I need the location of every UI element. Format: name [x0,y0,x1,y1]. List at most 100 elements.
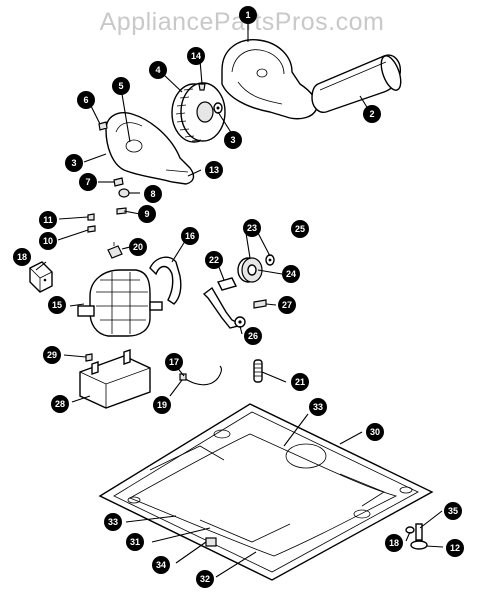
callout-c30[interactable]: 30 [366,423,384,441]
callout-c33a[interactable]: 33 [309,398,327,416]
part-leg-35[interactable] [410,523,428,550]
part-switch-18[interactable] [29,261,53,293]
callout-c33b[interactable]: 33 [104,513,122,531]
part-idler-arm[interactable] [202,286,240,329]
callout-circle [446,539,464,557]
callout-c11[interactable]: 11 [39,211,57,229]
callout-number: 15 [52,300,62,310]
callout-c9[interactable]: 9 [138,205,156,223]
callout-c15[interactable]: 15 [48,296,66,314]
callout-c31[interactable]: 31 [126,533,144,551]
part-motor[interactable] [77,269,163,337]
callout-number: 18 [389,538,399,548]
part-small-34[interactable] [205,537,217,547]
callout-c10[interactable]: 10 [39,232,57,250]
callout-c32[interactable]: 32 [196,570,214,588]
callout-circle [444,502,462,520]
callout-c20[interactable]: 20 [129,238,147,256]
callout-c26[interactable]: 26 [244,327,262,345]
callout-c27[interactable]: 27 [278,296,296,314]
part-motor-bracket[interactable] [79,349,151,409]
callout-number: 22 [209,255,219,265]
callout-c24[interactable]: 24 [282,265,300,283]
part-bearing-8[interactable] [118,188,130,198]
callout-number: 30 [370,427,380,437]
callout-circle [39,211,57,229]
callout-number: 33 [108,517,118,527]
callout-number: 11 [43,215,53,225]
callout-c17[interactable]: 17 [165,353,183,371]
callout-c5[interactable]: 5 [112,77,130,95]
callout-c8[interactable]: 8 [144,185,162,203]
part-screw-14[interactable] [198,83,206,91]
callout-number: 33 [313,402,323,412]
part-washer-upper[interactable] [213,102,223,114]
part-clip-6[interactable] [98,121,108,131]
callout-c16[interactable]: 16 [181,227,199,245]
callout-c23[interactable]: 23 [243,219,261,237]
callout-number: 2 [369,109,374,119]
part-wire-harness[interactable] [179,365,222,386]
callout-circle [205,251,223,269]
callout-c22[interactable]: 22 [205,251,223,269]
callout-circle [363,105,381,123]
callout-c34[interactable]: 34 [152,556,170,574]
callout-number: 13 [209,165,219,175]
callout-number: 31 [130,537,140,547]
callout-circle [309,398,327,416]
callout-c28[interactable]: 28 [51,395,69,413]
callout-c18a[interactable]: 18 [13,248,31,266]
callout-number: 26 [248,331,258,341]
callout-circle [152,556,170,574]
callout-c2[interactable]: 2 [363,105,381,123]
part-idler-shaft[interactable] [216,277,238,291]
callout-c29[interactable]: 29 [43,346,61,364]
part-screw-29[interactable] [85,353,93,362]
callout-c19[interactable]: 19 [153,396,171,414]
callout-c12[interactable]: 12 [446,539,464,557]
callout-circle [243,219,261,237]
callout-c25[interactable]: 25 [291,220,309,238]
callout-c3a[interactable]: 3 [224,131,242,149]
callout-number: 20 [133,242,143,252]
part-relay-20[interactable] [107,242,123,259]
part-washer-25[interactable] [265,254,275,266]
part-screw-7[interactable] [113,177,124,187]
callout-c1[interactable]: 1 [239,6,257,24]
part-washer-26[interactable] [234,316,246,328]
callout-c7[interactable]: 7 [79,173,97,191]
callout-circle [129,238,147,256]
callout-number: 1 [245,10,250,20]
callout-number: 9 [144,209,149,219]
callout-number: 12 [450,543,460,553]
part-screw-9[interactable] [116,207,127,215]
callout-circle [291,373,309,391]
callout-c35[interactable]: 35 [444,502,462,520]
callout-circle [126,533,144,551]
callout-number: 29 [47,350,57,360]
callout-c6[interactable]: 6 [77,91,95,109]
callout-c18b[interactable]: 18 [385,534,403,552]
part-base-pan[interactable] [98,403,434,581]
callout-number: 4 [155,65,160,75]
part-blower-housing[interactable] [221,39,318,120]
callout-c3b[interactable]: 3 [65,154,83,172]
part-exhaust-duct[interactable] [311,53,405,113]
callout-c14[interactable]: 14 [187,47,205,65]
callout-c13[interactable]: 13 [205,161,223,179]
part-blower-wheel[interactable] [171,82,226,143]
callout-circle [104,513,122,531]
part-bolt-27[interactable] [253,299,267,309]
callout-c4[interactable]: 4 [149,61,167,79]
part-idler-pulley[interactable] [237,257,263,283]
leader-lines [35,22,444,578]
callout-circle [112,77,130,95]
part-spring-21[interactable] [253,359,263,383]
callout-number: 25 [295,224,305,234]
callout-c21[interactable]: 21 [291,373,309,391]
part-screw-11[interactable] [87,213,95,221]
part-motor-strap[interactable] [149,256,182,305]
part-screw-10[interactable] [87,225,96,233]
